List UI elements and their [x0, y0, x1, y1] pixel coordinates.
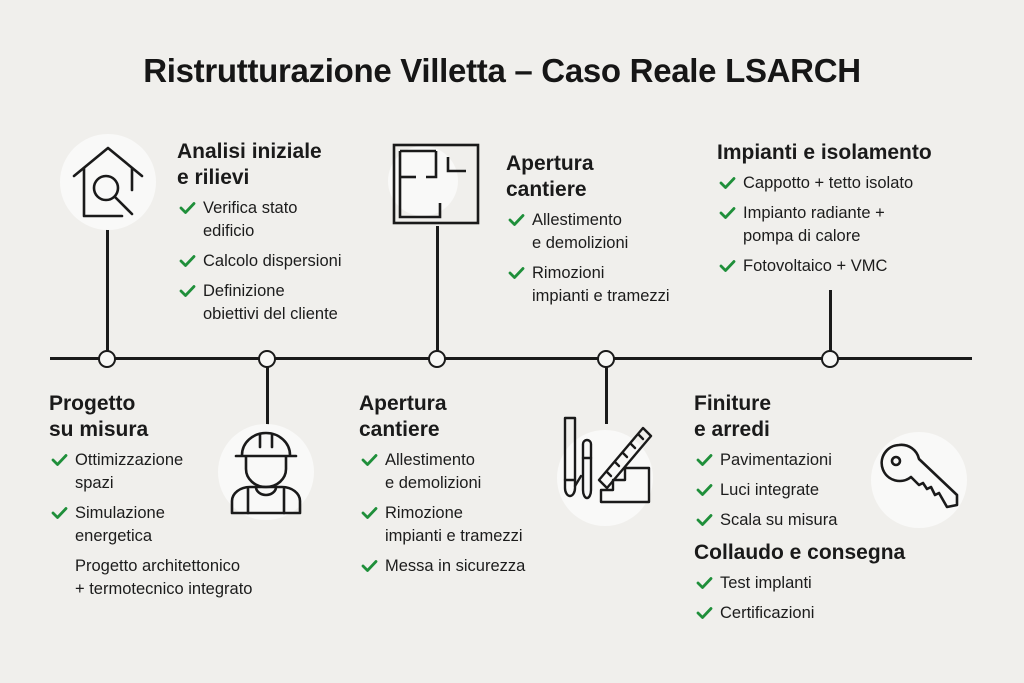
list-item: Verifica stato edificio	[177, 197, 397, 243]
list-item: Pavimentazioni	[694, 449, 954, 472]
check-icon	[719, 177, 736, 189]
step-impianti: Impianti e isolamento Cappotto + tetto i…	[717, 140, 1017, 285]
list-item: Messa in sicurezza	[359, 555, 579, 578]
check-icon	[696, 577, 713, 589]
timeline-node-4	[597, 350, 615, 368]
list-item: Calcolo dispersioni	[177, 250, 397, 273]
list-item: Ottimizzazione spazi	[49, 449, 319, 495]
check-icon	[361, 560, 378, 572]
check-icon	[696, 514, 713, 526]
check-icon	[696, 454, 713, 466]
list-item: Allestimento e demolizioni	[506, 209, 726, 255]
timeline-node-1	[98, 350, 116, 368]
list-item: Simulazione energetica	[49, 502, 319, 548]
stem-apertura-bottom	[605, 366, 608, 424]
timeline-node-2	[258, 350, 276, 368]
timeline-node-5	[821, 350, 839, 368]
step-title: Progetto su misura	[49, 392, 149, 441]
step-apertura-top: Apertura cantiere Allestimento e demoliz…	[506, 151, 726, 315]
stem-impianti	[829, 290, 832, 352]
check-icon	[696, 484, 713, 496]
stem-analisi	[106, 214, 109, 352]
check-icon	[696, 607, 713, 619]
step-apertura-bottom: Apertura cantiere Allestimento e demoliz…	[359, 391, 579, 585]
step-title: Analisi iniziale e rilievi	[177, 140, 322, 189]
list-item: Fotovoltaico + VMC	[717, 255, 1017, 278]
step-finiture: Finiture e arredi Pavimentazioni Luci in…	[694, 391, 954, 632]
check-icon	[51, 454, 68, 466]
step-title-collaudo: Collaudo e consegna	[694, 541, 906, 564]
worker-icon	[218, 424, 314, 520]
list-item: Impianto radiante + pompa di calore	[717, 202, 1017, 248]
note-text: Progetto architettonico + termotecnico i…	[75, 557, 253, 598]
check-icon	[361, 507, 378, 519]
key-icon	[871, 432, 967, 528]
check-icon	[508, 267, 525, 279]
list-item: Rimozioni impianti e tramezzi	[506, 262, 726, 308]
list-item: Test implanti	[694, 572, 954, 595]
list-item: Certificazioni	[694, 602, 954, 625]
list-item: Cappotto + tetto isolato	[717, 172, 1017, 195]
check-icon	[179, 285, 196, 297]
timeline-line	[50, 357, 972, 360]
page-title: Ristrutturazione Villetta – Caso Reale L…	[143, 52, 861, 89]
list-item: Luci integrate	[694, 479, 954, 502]
list-item: Allestimento e demolizioni	[359, 449, 579, 495]
check-icon	[508, 214, 525, 226]
list-item: Definizione obiettivi del cliente	[177, 280, 397, 326]
timeline-node-3	[428, 350, 446, 368]
step-title: Apertura cantiere	[506, 152, 594, 201]
step-analisi: Analisi iniziale e rilievi Verifica stat…	[177, 139, 397, 333]
list-item: Scala su misura	[694, 509, 954, 532]
step-title: Finiture e arredi	[694, 392, 771, 441]
floor-plan-icon	[388, 136, 484, 232]
check-icon	[719, 260, 736, 272]
drafting-tools-icon	[557, 416, 653, 526]
house-search-icon	[60, 134, 156, 230]
list-item: Rimozione impianti e tramezzi	[359, 502, 579, 548]
stem-progetto	[266, 366, 269, 426]
step-title: Apertura cantiere	[359, 392, 447, 441]
step-title: Impianti e isolamento	[717, 141, 932, 164]
check-icon	[361, 454, 378, 466]
check-icon	[719, 207, 736, 219]
stem-apertura-top	[436, 226, 439, 352]
step-progetto: Progetto su misura Ottimizzazione spazi …	[49, 391, 319, 608]
check-icon	[179, 255, 196, 267]
check-icon	[179, 202, 196, 214]
check-icon	[51, 507, 68, 519]
